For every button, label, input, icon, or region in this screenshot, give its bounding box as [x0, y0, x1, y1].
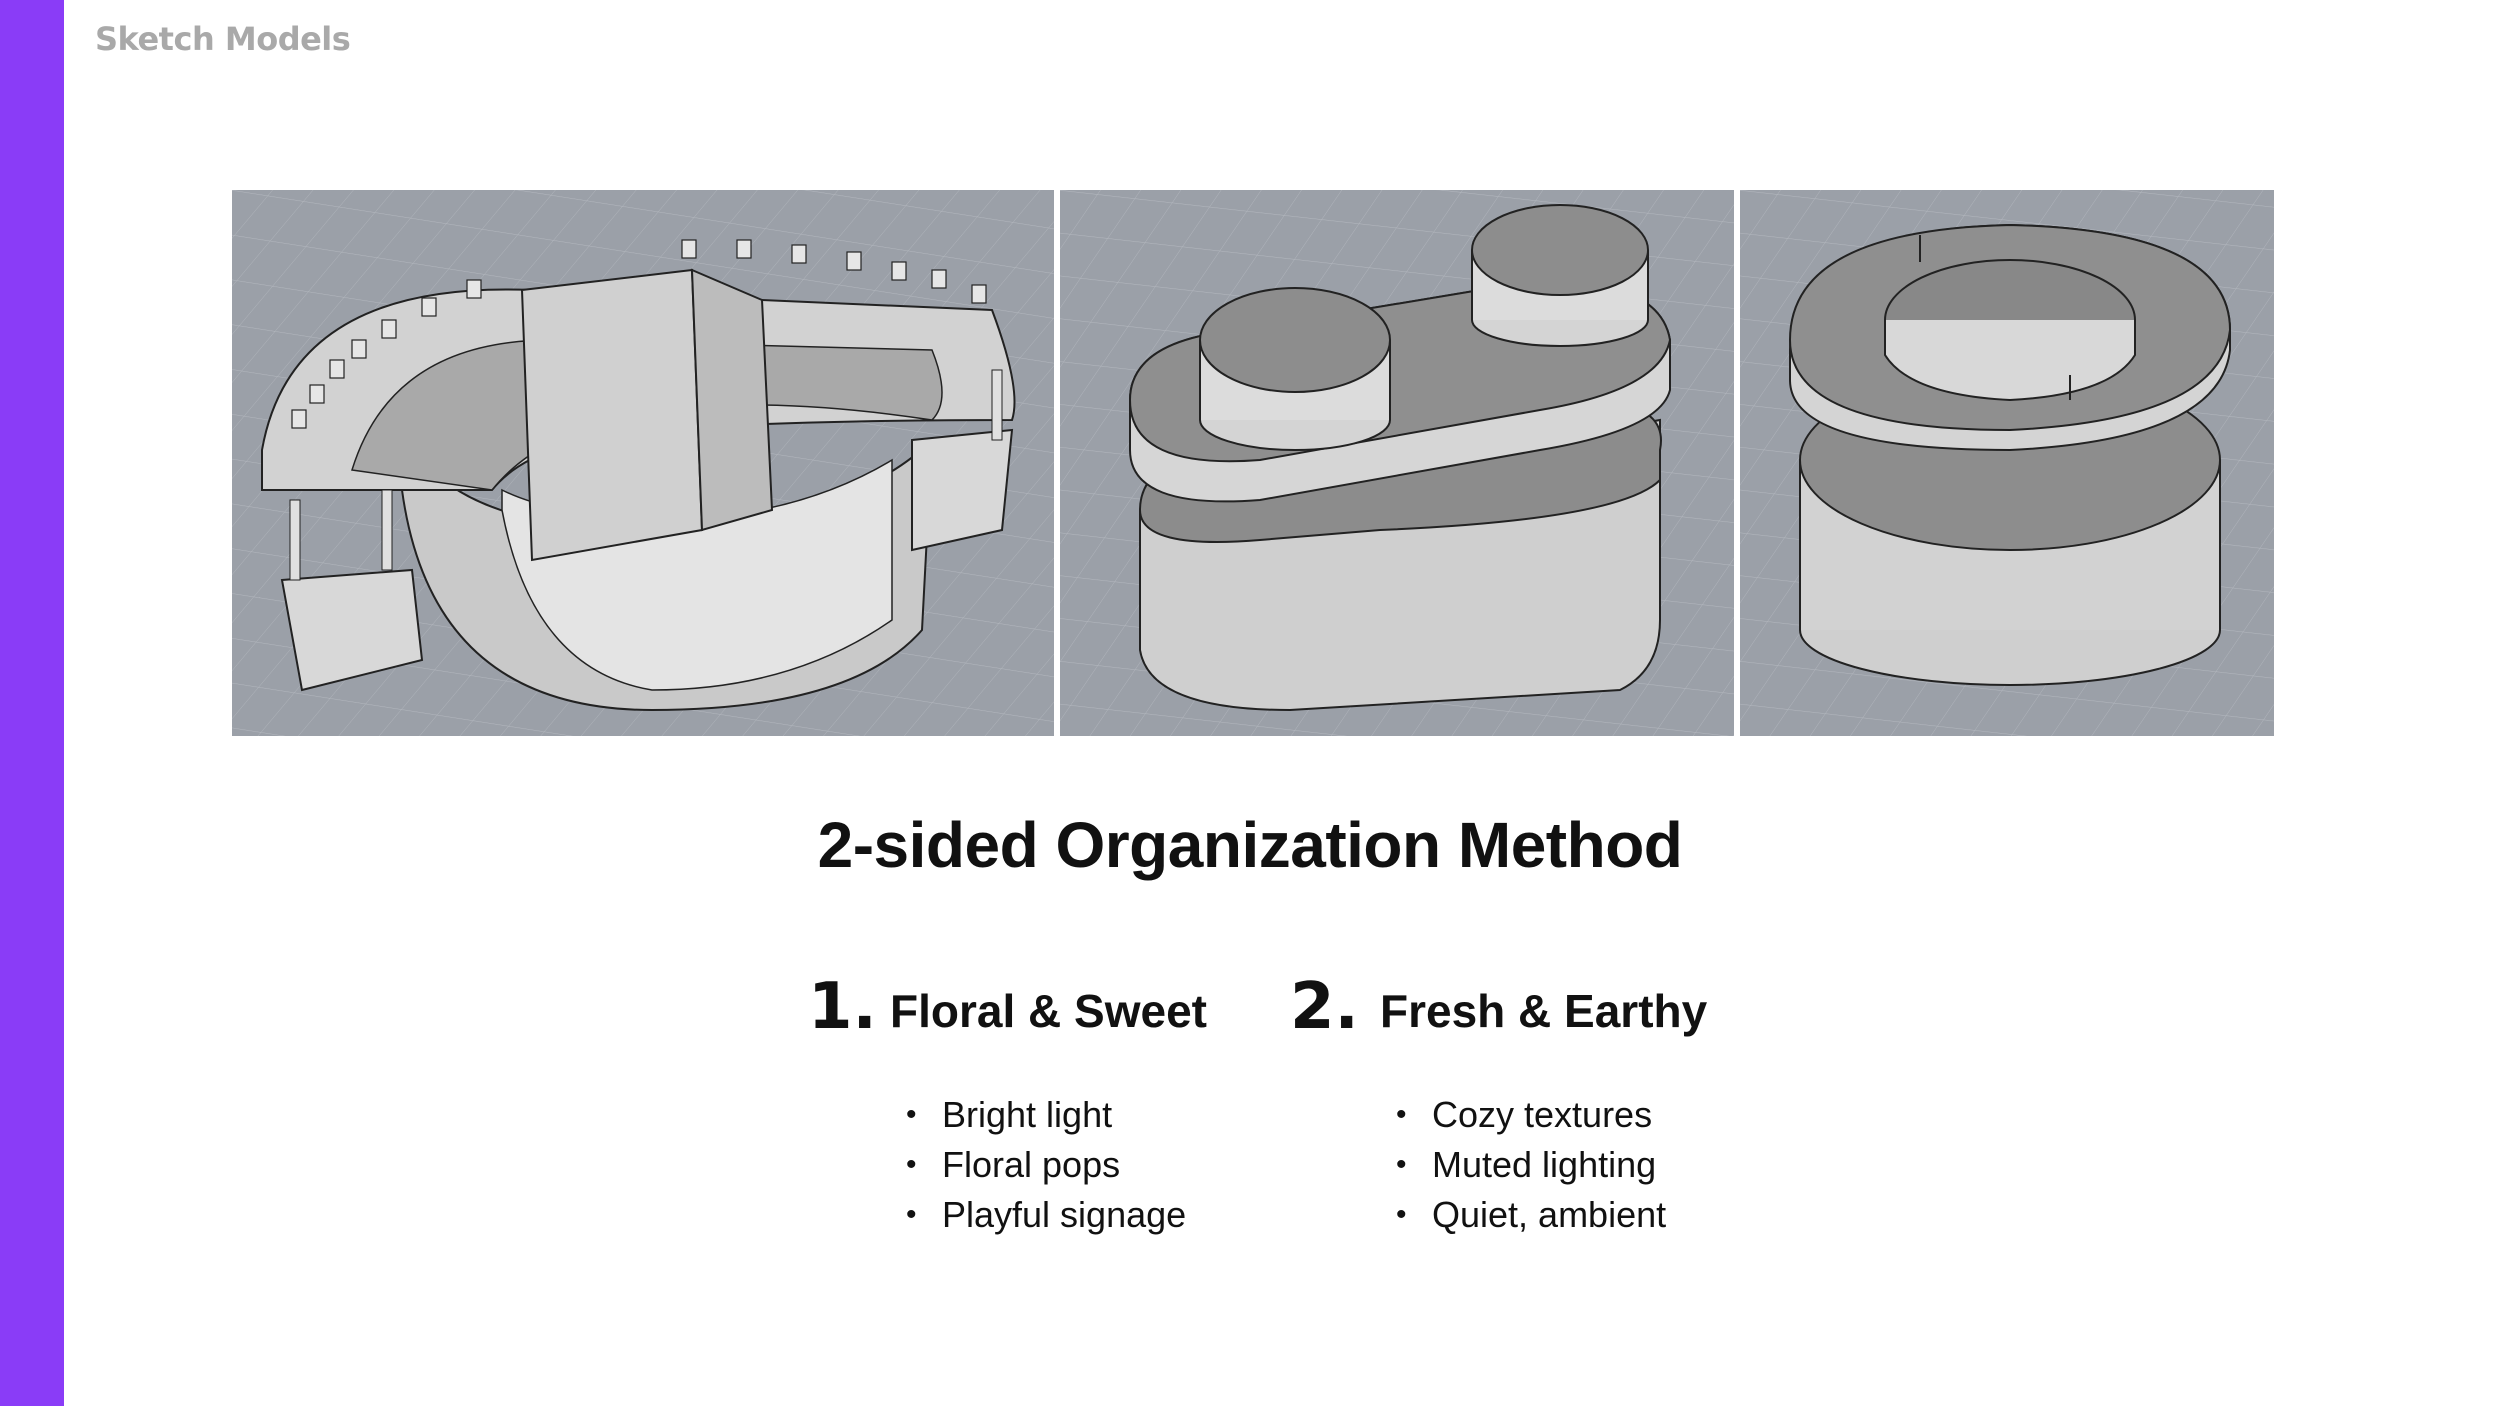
category-1-number: 1.: [808, 970, 877, 1044]
list-item: Muted lighting: [1396, 1140, 1666, 1190]
list-item: Floral pops: [906, 1140, 1186, 1190]
category-1-bullet-list: Bright light Floral pops Playful signage: [906, 1090, 1186, 1240]
list-item: Cozy textures: [1396, 1090, 1666, 1140]
3d-render-curved-counter-icon: [232, 190, 1054, 736]
accent-bar: [0, 0, 64, 1406]
3d-render-round-stack-icon: [1740, 190, 2274, 736]
list-item: Quiet, ambient: [1396, 1190, 1666, 1240]
category-2-bullet-list: Cozy textures Muted lighting Quiet, ambi…: [1396, 1090, 1666, 1240]
curved-counter-render: [232, 190, 1054, 736]
slide-title: 2-sided Organization Method: [817, 809, 1683, 881]
round-stacked-render: [1740, 190, 2274, 736]
3d-render-oval-stack-icon: [1060, 190, 1734, 736]
category-2-name: Fresh & Earthy: [1380, 985, 1708, 1037]
category-1-name: Floral & Sweet: [890, 985, 1207, 1037]
list-item: Playful signage: [906, 1190, 1186, 1240]
list-item: Bright light: [906, 1090, 1186, 1140]
section-label: Sketch Models: [95, 20, 351, 58]
category-2-number: 2.: [1290, 970, 1359, 1044]
oval-stacked-render: [1060, 190, 1734, 736]
